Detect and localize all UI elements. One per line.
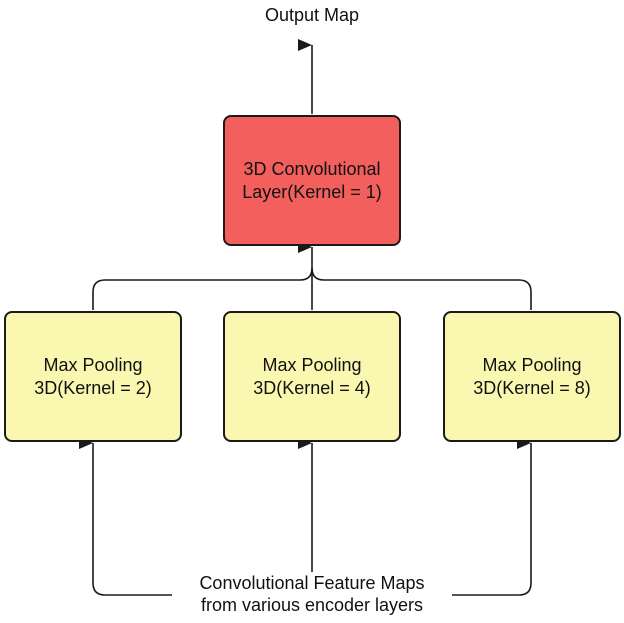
maxpool-box-kernel-8: Max Pooling 3D(Kernel = 8) bbox=[443, 311, 621, 442]
connector-pool1-to-conv bbox=[92, 267, 313, 310]
maxpool-title: Max Pooling bbox=[43, 354, 143, 375]
feature-maps-line-1: Convolutional Feature Maps bbox=[199, 573, 425, 593]
feature-maps-line-2: from various encoder layers bbox=[200, 595, 424, 615]
maxpool-title: Max Pooling bbox=[482, 354, 582, 375]
arrow-features-to-pool3 bbox=[448, 437, 532, 596]
maxpool-kernel: 3D(Kernel = 8) bbox=[473, 377, 591, 398]
arrow-features-to-pool1 bbox=[79, 437, 176, 596]
connector-pool3-to-conv bbox=[311, 267, 532, 310]
output-map-label: Output Map bbox=[212, 4, 412, 26]
maxpool-title: Max Pooling bbox=[262, 354, 362, 375]
conv3d-layer-box: 3D Convolutional Layer(Kernel = 1) bbox=[223, 115, 401, 246]
maxpool-box-kernel-2: Max Pooling 3D(Kernel = 2) bbox=[4, 311, 182, 442]
maxpool-kernel: 3D(Kernel = 2) bbox=[34, 377, 152, 398]
maxpool-box-kernel-4: Max Pooling 3D(Kernel = 4) bbox=[223, 311, 401, 442]
feature-maps-label: Convolutional Feature Maps from various … bbox=[172, 572, 452, 616]
maxpool-kernel: 3D(Kernel = 4) bbox=[253, 377, 371, 398]
conv3d-layer-kernel: Layer(Kernel = 1) bbox=[242, 181, 382, 202]
conv3d-layer-title: 3D Convolutional bbox=[243, 158, 381, 179]
